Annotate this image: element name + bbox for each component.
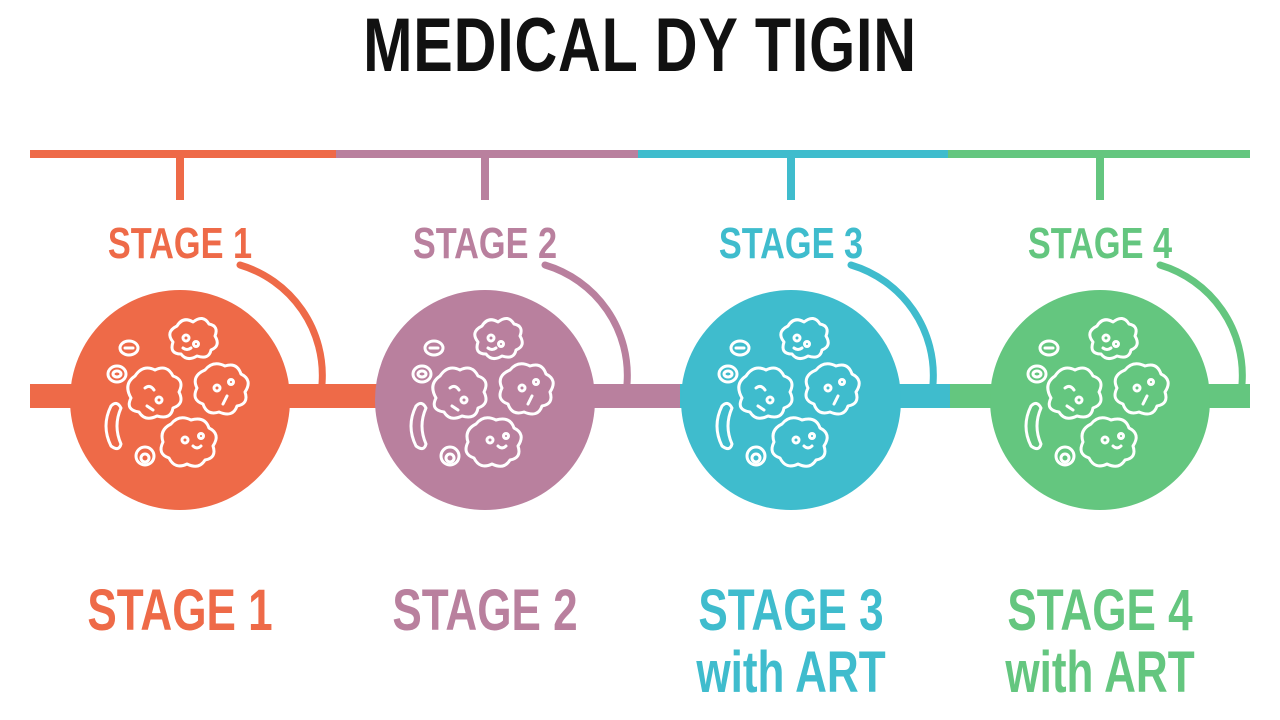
top-timeline-bar (30, 150, 1250, 158)
stage-3-top-label: STAGE 3 (718, 219, 864, 268)
page-title: MEDICAL DY TIGIN (363, 3, 917, 88)
stage-3-bottom-sublabel: with ART (696, 640, 886, 705)
stage-arcs (236, 261, 1246, 388)
stage-3-bottom-title: STAGE 3 (698, 578, 884, 643)
stage-1-bottom-label: STAGE 1 (66, 580, 294, 642)
stage-2-bottom-title: STAGE 2 (392, 578, 578, 643)
stage-1-bottom-title: STAGE 1 (87, 578, 273, 643)
stage-2-top-label: STAGE 2 (412, 219, 558, 268)
stage-connectors (176, 154, 1104, 200)
stage-4-top-label: STAGE 4 (1027, 219, 1173, 268)
stage-4-bottom-title: STAGE 4 (1007, 578, 1193, 643)
stage-4-bottom-sublabel: with ART (1005, 640, 1195, 705)
stage-4-circle (990, 290, 1210, 510)
stage-1-circle (70, 290, 290, 510)
stage-1-top-label: STAGE 1 (107, 219, 253, 268)
stage-3-bottom-label: STAGE 3 with ART (677, 580, 905, 704)
stage-2-circle (375, 290, 595, 510)
stage-3-circle (681, 290, 901, 510)
stage-2-bottom-label: STAGE 2 (371, 580, 599, 642)
stage-4-bottom-label: STAGE 4 with ART (986, 580, 1214, 704)
